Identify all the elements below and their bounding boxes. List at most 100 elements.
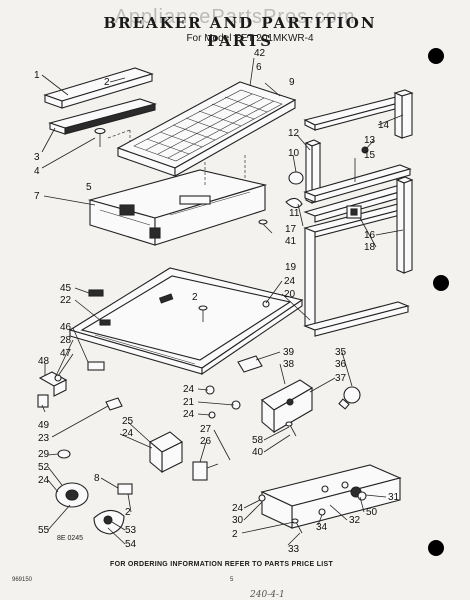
callout-label: 32 (349, 515, 361, 526)
callout-label: 16 (364, 230, 376, 241)
callout-label: 2 (125, 507, 131, 518)
light-socket-assembly (149, 431, 183, 474)
clip (88, 289, 104, 297)
callout-label: 19 (285, 262, 297, 273)
callout-label: 39 (283, 347, 295, 358)
damper-control (285, 197, 303, 209)
callout-label: 42 (254, 48, 266, 59)
callout-label: 6 (256, 62, 262, 73)
screw (258, 494, 266, 502)
callout-label: 55 (38, 525, 50, 536)
callout-label: 40 (252, 447, 264, 458)
lamp-socket-housing (55, 482, 89, 508)
callout-label: 13 (364, 135, 376, 146)
callout-label: 46 (60, 322, 72, 333)
callout-label: 24 (183, 384, 195, 395)
callout-label: 14 (378, 120, 390, 131)
callout-label: 2 (232, 529, 238, 540)
callout-label: 3 (34, 152, 40, 163)
trim-strip-middle (303, 164, 412, 223)
callout-label: 5 (86, 182, 92, 193)
screw (198, 305, 208, 322)
callout-label: 12 (288, 128, 300, 139)
control-knob (350, 486, 367, 501)
spacer (37, 394, 49, 408)
page-title: BREAKER AND PARTITION PARTS (103, 14, 377, 50)
partition-duct-assembly (87, 169, 268, 246)
grille-frame (116, 81, 297, 177)
breaker-strip-lower (48, 98, 157, 135)
callout-label: 8 (94, 473, 100, 484)
hinge-bracket (38, 371, 68, 397)
callout-label: 54 (125, 539, 137, 550)
breaker-strip-upper (43, 67, 154, 109)
callout-label: 58 (252, 435, 264, 446)
screw (94, 127, 106, 147)
watermark: AppliancePartsPros.com (114, 6, 356, 28)
callout-label: 2 (192, 292, 198, 303)
callout-label: 31 (388, 492, 400, 503)
callout-labels: 1 2 3 4 7 42 6 9 14 12 13 10 15 11 16 18… (34, 48, 400, 555)
breaker-frame (68, 267, 304, 376)
callout-label: 47 (60, 348, 72, 359)
screw (262, 300, 270, 308)
callout-label: 37 (335, 373, 347, 384)
callout-label: 24 (122, 428, 134, 439)
light-bulb (338, 386, 361, 410)
screw (57, 449, 71, 459)
callout-label: 18 (364, 242, 376, 253)
callout-label: 50 (366, 507, 378, 518)
clip (105, 397, 123, 411)
control-panel-cover (260, 464, 402, 529)
screw (285, 421, 297, 437)
hole-punch (428, 48, 444, 64)
callout-label: 29 (38, 449, 50, 460)
callout-label: 45 (60, 283, 72, 294)
callout-label: 22 (60, 295, 72, 306)
trim-frame-lower (303, 203, 410, 337)
mullion-trim-vertical-lower (395, 176, 414, 274)
callout-label: 52 (38, 462, 50, 473)
callout-label: 24 (284, 276, 296, 287)
callout-label: 28 (60, 335, 72, 346)
bracket (237, 355, 263, 373)
document-code: 969150 (12, 577, 33, 583)
page-number: 5 (230, 577, 234, 583)
mullion-trim-vertical (393, 89, 414, 139)
callout-label: 38 (283, 359, 295, 370)
callout-label: 41 (285, 236, 297, 247)
callout-label: 26 (200, 436, 212, 447)
bracket (87, 361, 105, 371)
thermostat-housing (261, 379, 314, 434)
hole-punch (428, 540, 444, 556)
handwritten-note: 240-4-1 (250, 590, 285, 600)
figure-code: 8E 0245 (57, 535, 84, 542)
callout-label: 2 (104, 77, 110, 88)
hole-punch (433, 275, 449, 291)
screw (258, 219, 273, 234)
callout-label: 9 (289, 77, 295, 88)
callout-label: 1 (34, 70, 40, 81)
callout-label: 15 (364, 150, 376, 161)
callout-label: 24 (38, 475, 50, 486)
callout-label: 35 (335, 347, 347, 358)
callout-label: 34 (316, 522, 328, 533)
callout-label: 48 (38, 356, 50, 367)
leader-lines (41, 57, 404, 546)
callout-label: 25 (122, 416, 134, 427)
ordering-note: FOR ORDERING INFORMATION REFER TO PARTS … (110, 561, 334, 568)
callout-label: 24 (183, 409, 195, 420)
callout-label: 10 (288, 148, 300, 159)
callout-label: 53 (125, 525, 137, 536)
model-subtitle: For Model EET 201MKWR-4 (186, 33, 314, 44)
callout-label: 17 (285, 224, 297, 235)
terminal-block (192, 461, 219, 481)
callout-label: 23 (38, 433, 50, 444)
damper-knob (288, 171, 304, 185)
lamp-base (93, 509, 125, 535)
callout-label: 24 (232, 503, 244, 514)
callout-label: 33 (288, 544, 300, 555)
callout-label: 36 (335, 359, 347, 370)
